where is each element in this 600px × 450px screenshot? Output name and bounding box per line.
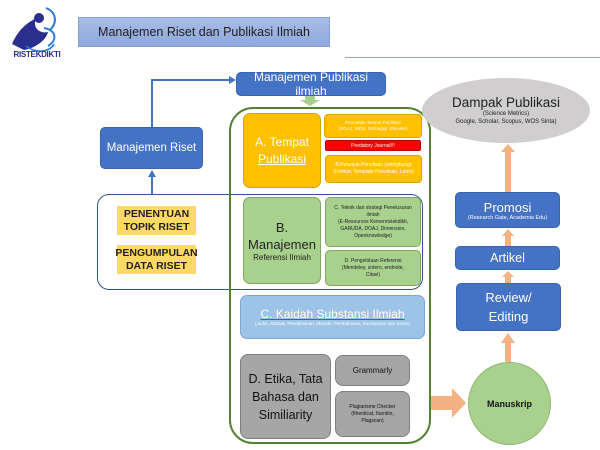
tag-line: TOPIK RISET bbox=[123, 220, 190, 233]
etika-line: Bahasa dan bbox=[252, 389, 319, 404]
pengelolaan-referensi-box[interactable]: D. Pengelolaan Referensi (Mendeley, zote… bbox=[325, 250, 421, 286]
etika-line: Similiarity bbox=[258, 407, 313, 422]
a2-line: (Format, Template Penulisan, Latex) bbox=[333, 169, 414, 175]
b-title-line: Manajemen bbox=[248, 237, 316, 252]
c-line: ilmiah bbox=[366, 211, 380, 218]
tag-line: PENGUMPULAN bbox=[115, 246, 198, 259]
c-line: Openknowledge) bbox=[354, 232, 392, 239]
manajemen-publikasi-label: Manajemen Publikasi ilmiah bbox=[253, 70, 369, 98]
d-line: (Mendeley, zotero, endnote, bbox=[342, 264, 404, 271]
a1-line: (DOAJ, WOS, Scimagojr, Elsevier) bbox=[338, 126, 408, 131]
artikel-box[interactable]: Artikel bbox=[455, 246, 560, 270]
etika-line: D. Etika, Tata bbox=[248, 371, 323, 386]
arrow-artikel-promosi bbox=[502, 229, 514, 246]
d-line: D. Pengelolaan Referensi bbox=[344, 257, 402, 264]
c-line: (E-Resources Kemenristekdikti, bbox=[337, 218, 409, 225]
etika-box[interactable]: D. Etika, Tata Bahasa dan Similiarity bbox=[240, 354, 331, 439]
kaidah-title: C. Kaidah Substansi Ilmiah bbox=[260, 307, 405, 321]
a2-line: B.Petunjuk Penulisan (selingkung) bbox=[335, 162, 412, 168]
a-title-line: A. Tempat bbox=[255, 134, 309, 149]
manajemen-referensi-box[interactable]: B. Manajemen Referensi Ilmiah bbox=[243, 197, 321, 284]
grammarly-label: Grammarly bbox=[352, 366, 393, 375]
b-title-line: B. bbox=[275, 220, 289, 235]
plag-line: Plagscan) bbox=[361, 417, 384, 424]
manuskrip-circle[interactable]: Manuskrip bbox=[468, 362, 551, 445]
promosi-subtitle: (Research Gate, Academia Edu) bbox=[467, 214, 548, 221]
promosi-box[interactable]: Promosi (Research Gate, Academia Edu) bbox=[455, 192, 560, 228]
review-editing-box[interactable]: Review/ Editing bbox=[456, 283, 561, 331]
predatory-journal-box[interactable]: Predatory Journal!!! bbox=[325, 140, 421, 151]
arrowhead-riset bbox=[148, 170, 156, 177]
plagiarism-checker-box[interactable]: Plagiarisme Checker (Ithenticat, Iturnit… bbox=[335, 391, 410, 437]
arrowhead-publikasi bbox=[229, 76, 236, 84]
manuskrip-label: Manuskrip bbox=[486, 398, 532, 409]
tempat-publikasi-box[interactable]: A. Tempat Publikasi bbox=[243, 113, 321, 188]
dampak-publikasi-ellipse[interactable]: Dampak Publikasi (Science Metrics) Googl… bbox=[422, 78, 590, 143]
teknik-penelusuran-box[interactable]: C. Teknik dan strategi Penelusuran ilmia… bbox=[325, 197, 421, 247]
arrow-manuskrip-review bbox=[501, 333, 515, 362]
a1-line: Pencarian Tempat Publikasi bbox=[345, 120, 401, 125]
kaidah-substansi-box[interactable]: C. Kaidah Substansi Ilmiah (Judul, Abstr… bbox=[240, 295, 425, 339]
dampak-line: (Science Metrics) bbox=[482, 111, 530, 117]
manajemen-publikasi-box[interactable]: Manajemen Publikasi ilmiah bbox=[236, 70, 386, 98]
promosi-title: Promosi bbox=[483, 199, 532, 215]
header-divider bbox=[345, 57, 600, 58]
tag-penentuan-topik[interactable]: PENENTUAN TOPIK RISET bbox=[117, 206, 196, 235]
page-title-bar: Manajemen Riset dan Publikasi Ilmiah bbox=[78, 17, 330, 47]
plag-line: Plagiarisme Checker bbox=[349, 403, 396, 410]
pencarian-tempat-box[interactable]: Pencarian Tempat Publikasi (DOAJ, WOS, S… bbox=[324, 114, 422, 138]
b-subtitle: Referensi Ilmiah bbox=[253, 253, 311, 262]
manajemen-riset-box[interactable]: Manajemen Riset bbox=[100, 127, 203, 169]
d-line: Citavi) bbox=[365, 271, 381, 278]
ristekdikti-logo-icon bbox=[12, 7, 56, 52]
arrow-down-green bbox=[300, 96, 320, 106]
kaidah-subtitle: (Judul, Abstrak, Pendahuluan, Metode, Pe… bbox=[255, 321, 410, 326]
arrow-promosi-dampak bbox=[501, 144, 515, 192]
grammarly-box[interactable]: Grammarly bbox=[335, 355, 410, 386]
publikasi-frame bbox=[229, 107, 431, 444]
plag-line: (Ithenticat, Iturnitin, bbox=[351, 410, 394, 417]
dampak-title: Dampak Publikasi bbox=[451, 95, 561, 110]
page-title: Manajemen Riset dan Publikasi Ilmiah bbox=[98, 25, 310, 39]
tag-pengumpulan-data[interactable]: PENGUMPULAN DATA RISET bbox=[115, 245, 198, 274]
riset-activities-frame bbox=[97, 194, 423, 290]
manajemen-riset-label: Manajemen Riset bbox=[106, 142, 197, 154]
review-line: Editing bbox=[488, 309, 529, 324]
c-line: C. Teknik dan strategi Penelusuran bbox=[334, 204, 412, 211]
tag-line: DATA RISET bbox=[125, 259, 188, 272]
predatory-label: Predatory Journal!!! bbox=[351, 142, 395, 149]
petunjuk-penulisan-box[interactable]: B.Petunjuk Penulisan (selingkung) (Forma… bbox=[325, 155, 422, 183]
logo-text: RISTEKDIKTI bbox=[13, 50, 61, 59]
arrow-to-manuskrip bbox=[431, 388, 466, 418]
a-title-line: Publikasi bbox=[257, 151, 307, 166]
connector-riset-to-publikasi bbox=[151, 79, 232, 127]
arrow-review-artikel bbox=[502, 271, 514, 283]
artikel-label: Artikel bbox=[490, 251, 525, 265]
c-line: GARUDA, DOAJ, Dimension, bbox=[340, 225, 406, 232]
tag-line: PENENTUAN bbox=[123, 207, 190, 220]
dampak-line: Google, Scholar, Scopus, WOS Sinta) bbox=[455, 119, 557, 125]
review-line: Review/ bbox=[485, 290, 532, 305]
